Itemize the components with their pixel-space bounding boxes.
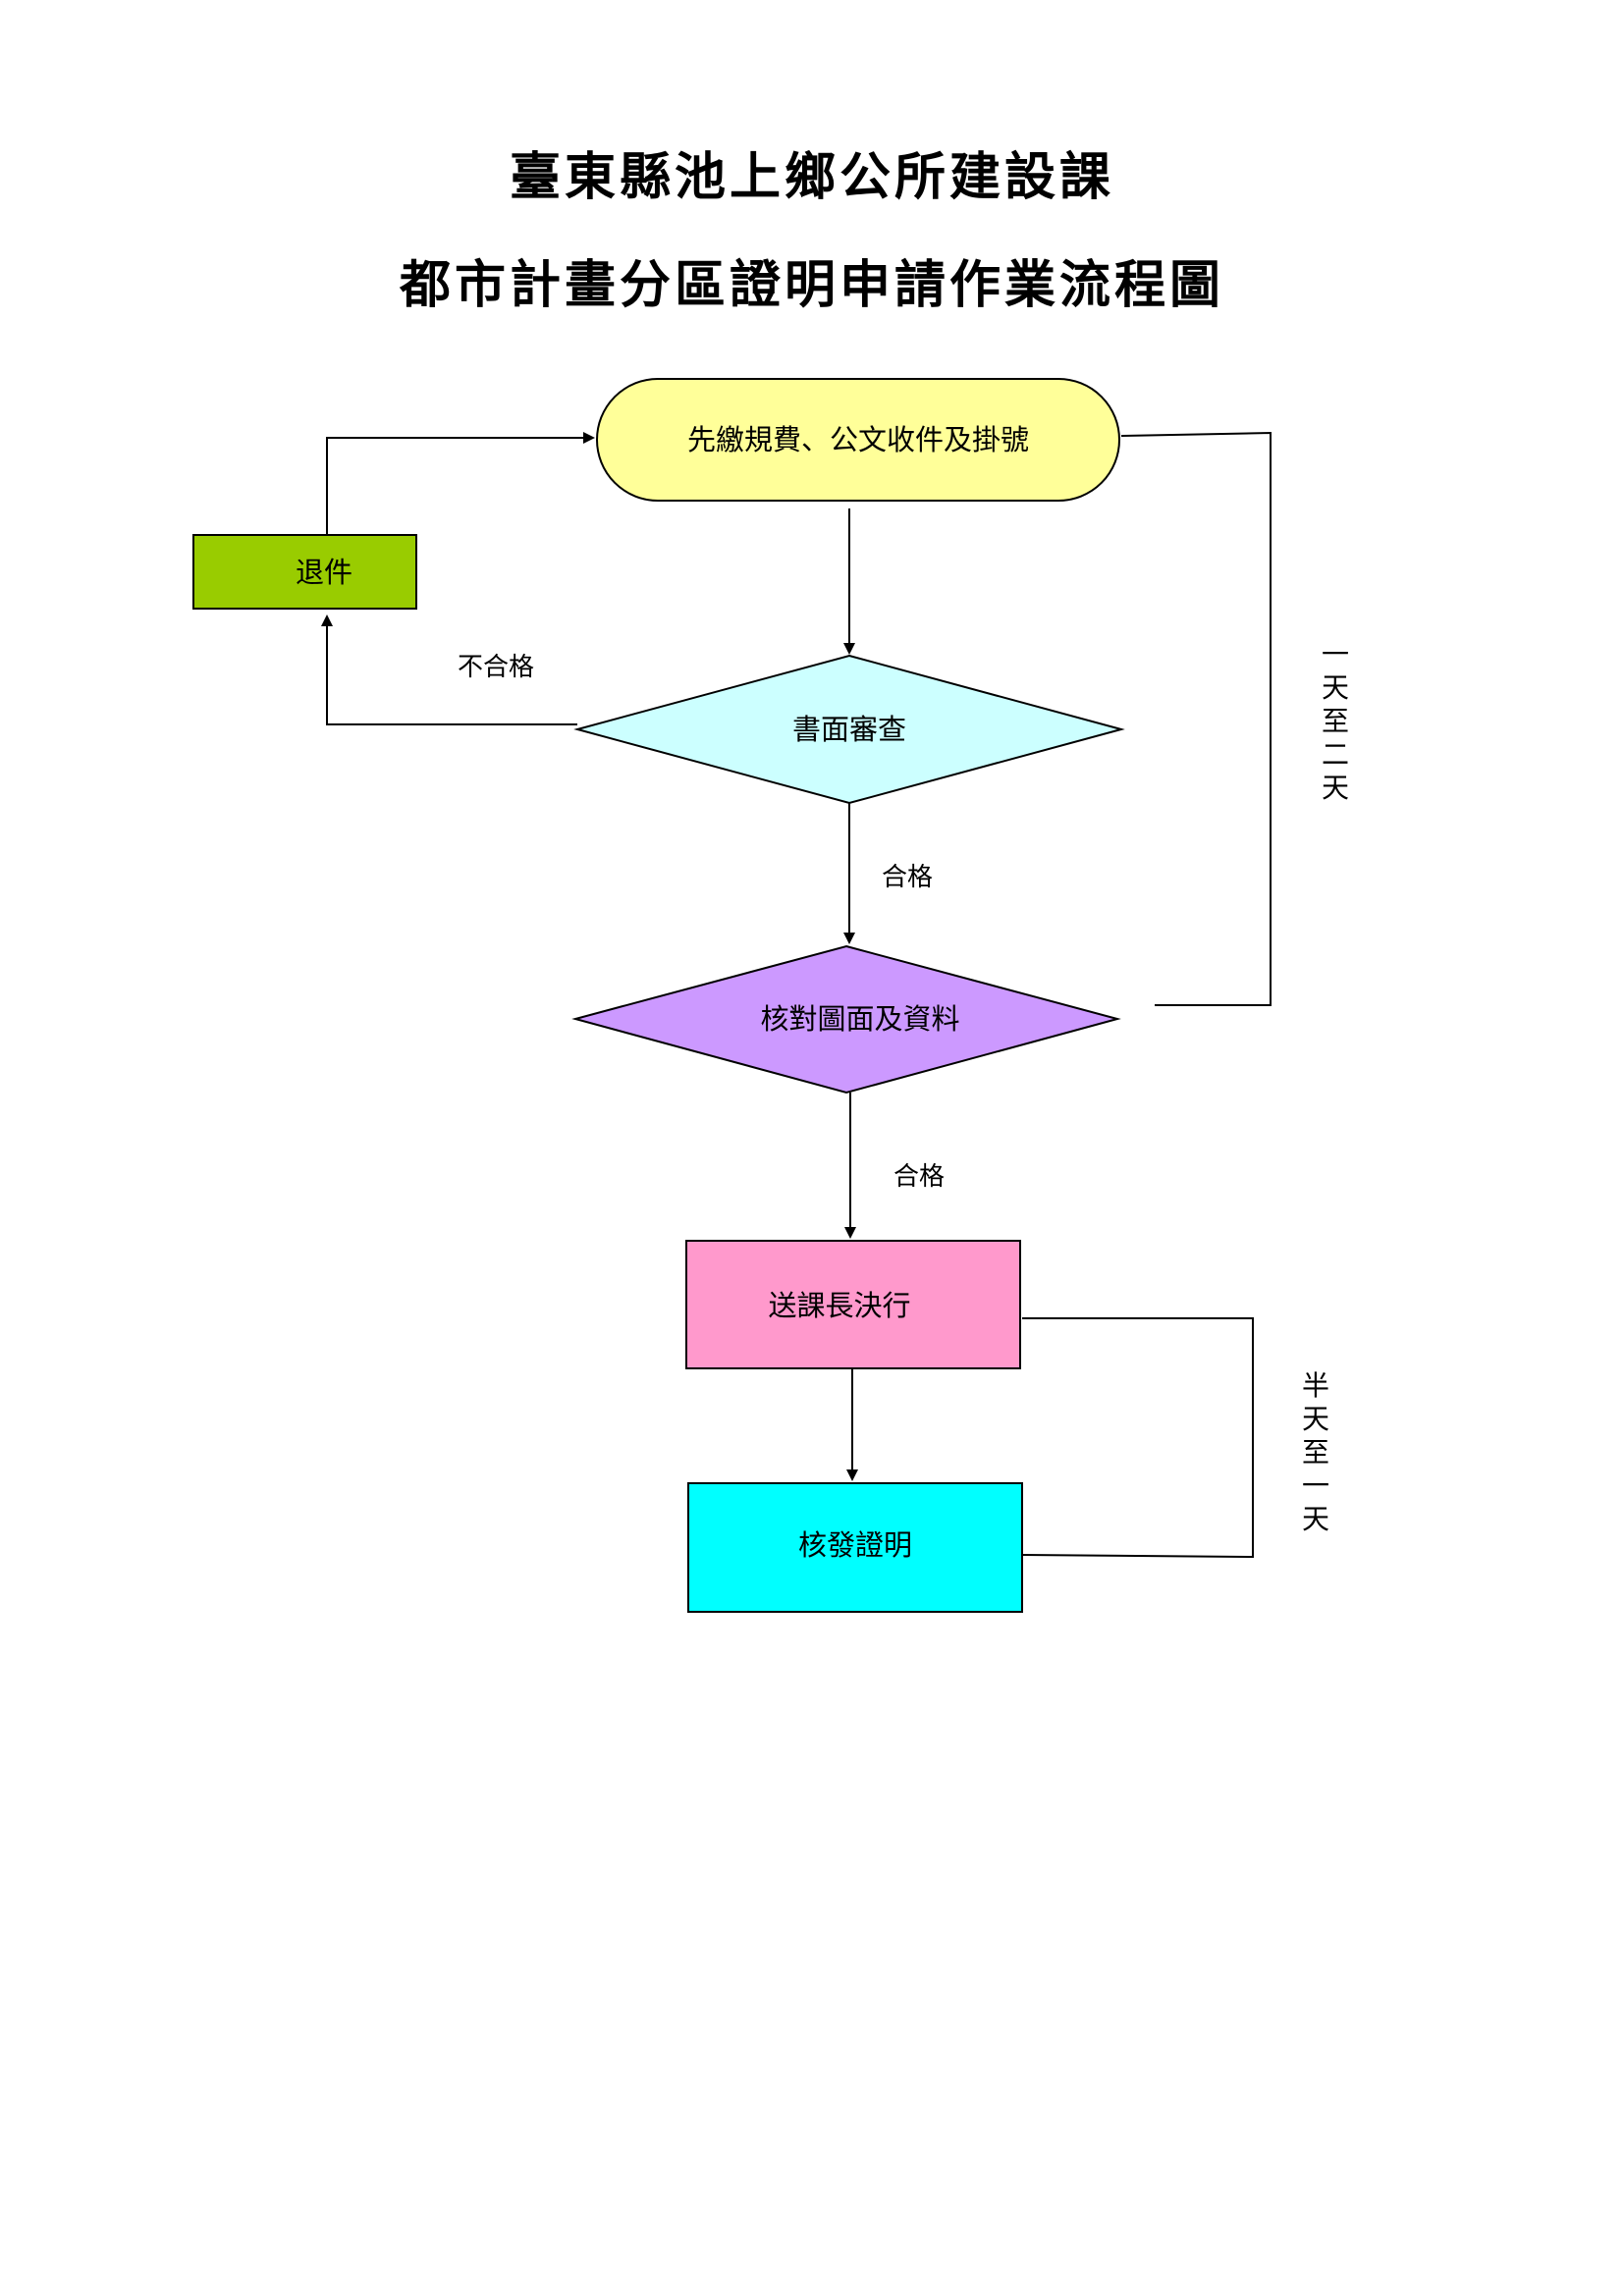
duration-bracket-stage1 xyxy=(1120,431,1272,1006)
review-node-label: 書面審查 xyxy=(792,713,906,746)
return-node-shape xyxy=(192,534,417,610)
duration-label-stage1: 一天至二天 xyxy=(1321,638,1349,804)
start-node-label: 先繳規費、公文收件及掛號 xyxy=(687,423,1029,456)
fail-label: 不合格 xyxy=(458,653,534,682)
pass-label-1: 合格 xyxy=(882,863,933,892)
issue-node-shape xyxy=(687,1482,1023,1613)
pass-label-2: 合格 xyxy=(893,1162,945,1192)
chief-node-label: 送課長決行 xyxy=(768,1289,910,1322)
verify-node-label: 核對圖面及資料 xyxy=(760,1002,959,1036)
start-node-shape xyxy=(596,378,1120,502)
duration-label-stage2: 半天至一天 xyxy=(1301,1369,1329,1535)
arrow-return-to-start xyxy=(326,432,595,535)
chief-node-shape xyxy=(685,1240,1021,1369)
flowchart-title: 都市計畫分區證明申請作業流程圖 xyxy=(399,256,1224,315)
return-node-label: 退件 xyxy=(296,556,352,589)
duration-bracket-stage2 xyxy=(1021,1317,1254,1559)
arrow-review-to-return xyxy=(321,614,577,725)
verify-node-shape xyxy=(571,944,1121,1095)
office-title: 臺東縣池上鄉公所建設課 xyxy=(509,148,1114,207)
issue-node-label: 核發證明 xyxy=(798,1528,912,1562)
